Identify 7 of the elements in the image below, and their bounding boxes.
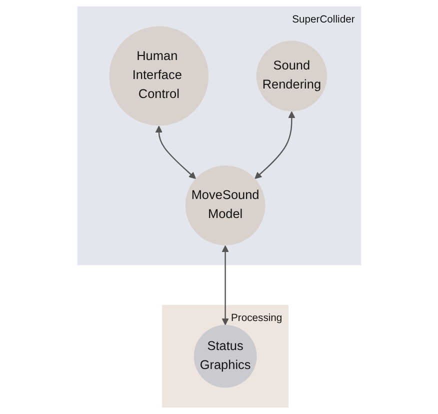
arrow xyxy=(155,126,196,179)
node-circle: Human Interface Control xyxy=(108,26,208,126)
arrow xyxy=(254,111,295,179)
arrow xyxy=(222,245,229,326)
node-circle: Status Graphics xyxy=(194,324,256,388)
node-circle: MoveSound Model xyxy=(185,165,265,246)
node-circle: Sound Rendering xyxy=(256,40,327,112)
